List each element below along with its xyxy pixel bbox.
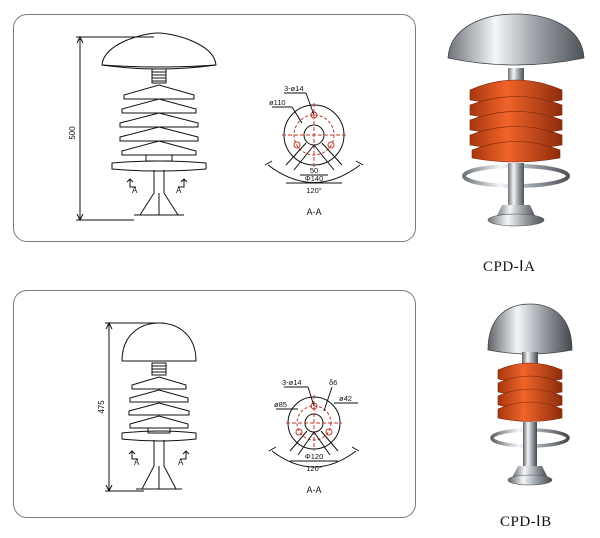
dome-cap <box>487 303 573 355</box>
base-dim: Φ140 <box>305 174 324 183</box>
drawing-panel-ib: 475 A A 3-ø14 δ6 ø85 ø42 Φ120 120° <box>13 290 416 518</box>
hub-dim: ø42 <box>339 394 352 403</box>
dome-cap <box>447 13 585 66</box>
base-plate <box>111 160 207 172</box>
drawing-ia-svg: 500 A A 3-ø14 <box>68 32 364 222</box>
circle-dim: ø110 <box>269 98 286 107</box>
dome-cap <box>101 32 217 70</box>
hole-callout: 3-ø14 <box>282 378 302 387</box>
product-photo-ia <box>447 13 585 227</box>
dome-cap <box>121 322 197 362</box>
hole-callout: 3-ø14 <box>284 84 304 93</box>
orange-sheds <box>497 362 563 422</box>
drawing-panel-ia: 500 A A 3-ø14 <box>13 14 416 242</box>
product-caption-ia: CPD-ⅠA <box>483 259 536 275</box>
product-photo-ib <box>487 303 573 486</box>
base-dim: Φ120 <box>305 452 324 461</box>
pin-dim: δ6 <box>329 378 337 387</box>
orange-sheds <box>469 79 563 163</box>
product-caption-ib: CPD-ⅠB <box>500 514 552 530</box>
circle-dim: ø85 <box>274 400 287 409</box>
span-dim: 50 <box>310 166 318 175</box>
section-title: A-A <box>306 485 321 495</box>
section-title: A-A <box>306 207 321 217</box>
height-dim-label: 500 <box>68 126 77 140</box>
angle-dim: 120° <box>306 464 322 473</box>
base-plate <box>121 430 197 442</box>
height-dim-label: 475 <box>97 400 106 414</box>
section-mark-left: A <box>134 458 140 467</box>
drawing-ib-svg: 475 A A 3-ø14 δ6 ø85 ø42 Φ120 120° <box>97 321 360 495</box>
section-mark-right: A <box>176 186 182 195</box>
angle-dim: 120° <box>306 186 322 195</box>
section-mark-left: A <box>132 186 138 195</box>
section-mark-right: A <box>178 458 184 467</box>
